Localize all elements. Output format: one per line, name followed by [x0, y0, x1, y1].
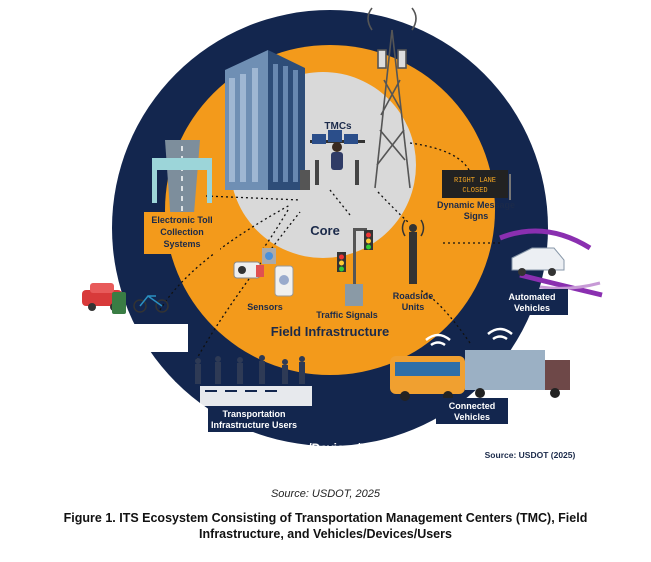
dynamic-message-sign-icon: RIGHT LANE CLOSED: [442, 170, 511, 200]
connected-vehicles-icon: [390, 350, 570, 401]
rsu-label-2: Units: [402, 302, 425, 312]
connected-label-2: Vehicles: [454, 412, 490, 422]
building-icon: [225, 50, 305, 190]
shared-label-2: Mobility: [136, 338, 170, 348]
shared-label-box: [118, 324, 188, 352]
tiu-label-2: Infrastructure Users: [211, 420, 297, 430]
traffic-signals-label: Traffic Signals: [316, 310, 378, 320]
automated-vehicle-icon: [499, 228, 603, 298]
tiu-label-box: [208, 406, 318, 432]
source-badge: Source: USDOT (2025): [485, 450, 576, 460]
dms-sign-line-1: RIGHT LANE: [454, 177, 496, 185]
toll-label-1: Electronic Toll: [151, 215, 212, 225]
roadside-unit-icon: [401, 219, 425, 284]
connected-label-1: Connected: [449, 401, 496, 411]
toll-label-box: [144, 212, 220, 254]
shared-label-1: Shared Use: [128, 327, 178, 337]
toll-label-3: Systems: [163, 239, 200, 249]
toll-label-2: Collection: [160, 227, 204, 237]
automated-label-2: Vehicles: [514, 303, 550, 313]
traffic-signal-icon: [337, 228, 373, 306]
pedestrians-icon: [195, 355, 312, 406]
connection-lines: [159, 142, 500, 361]
connected-label-box: [436, 398, 508, 424]
dms-label-1: Dynamic Message: [437, 200, 515, 210]
tmcs-label: TMCs: [324, 121, 352, 132]
core-label: Core: [310, 223, 340, 238]
source-line: Source: USDOT, 2025: [270, 488, 381, 500]
automated-label-1: Automated: [509, 292, 556, 302]
its-ecosystem-diagram: TMCs Core Electronic Toll Collection S: [82, 7, 603, 460]
rsu-label-1: Roadside: [393, 291, 434, 301]
tmc-operator-icon: [300, 130, 365, 190]
tiu-label-1: Transportation: [222, 409, 285, 419]
dms-label-2: Signs: [464, 211, 489, 221]
field-infrastructure-label: Field Infrastructure: [271, 324, 389, 339]
dms-sign-line-2: CLOSED: [462, 187, 487, 195]
figure-caption: Figure 1. ITS Ecosystem Consisting of Tr…: [63, 511, 588, 541]
shared-mobility-icon: [82, 283, 169, 314]
sensors-label: Sensors: [247, 302, 283, 312]
sensor-camera-icon: [233, 248, 294, 297]
vehicles-devices-users-label: Vehicles/Devices/Users: [260, 441, 394, 455]
automated-label-box: [496, 289, 568, 315]
cell-tower-icon: [367, 7, 417, 189]
wifi-icons: [425, 327, 513, 347]
